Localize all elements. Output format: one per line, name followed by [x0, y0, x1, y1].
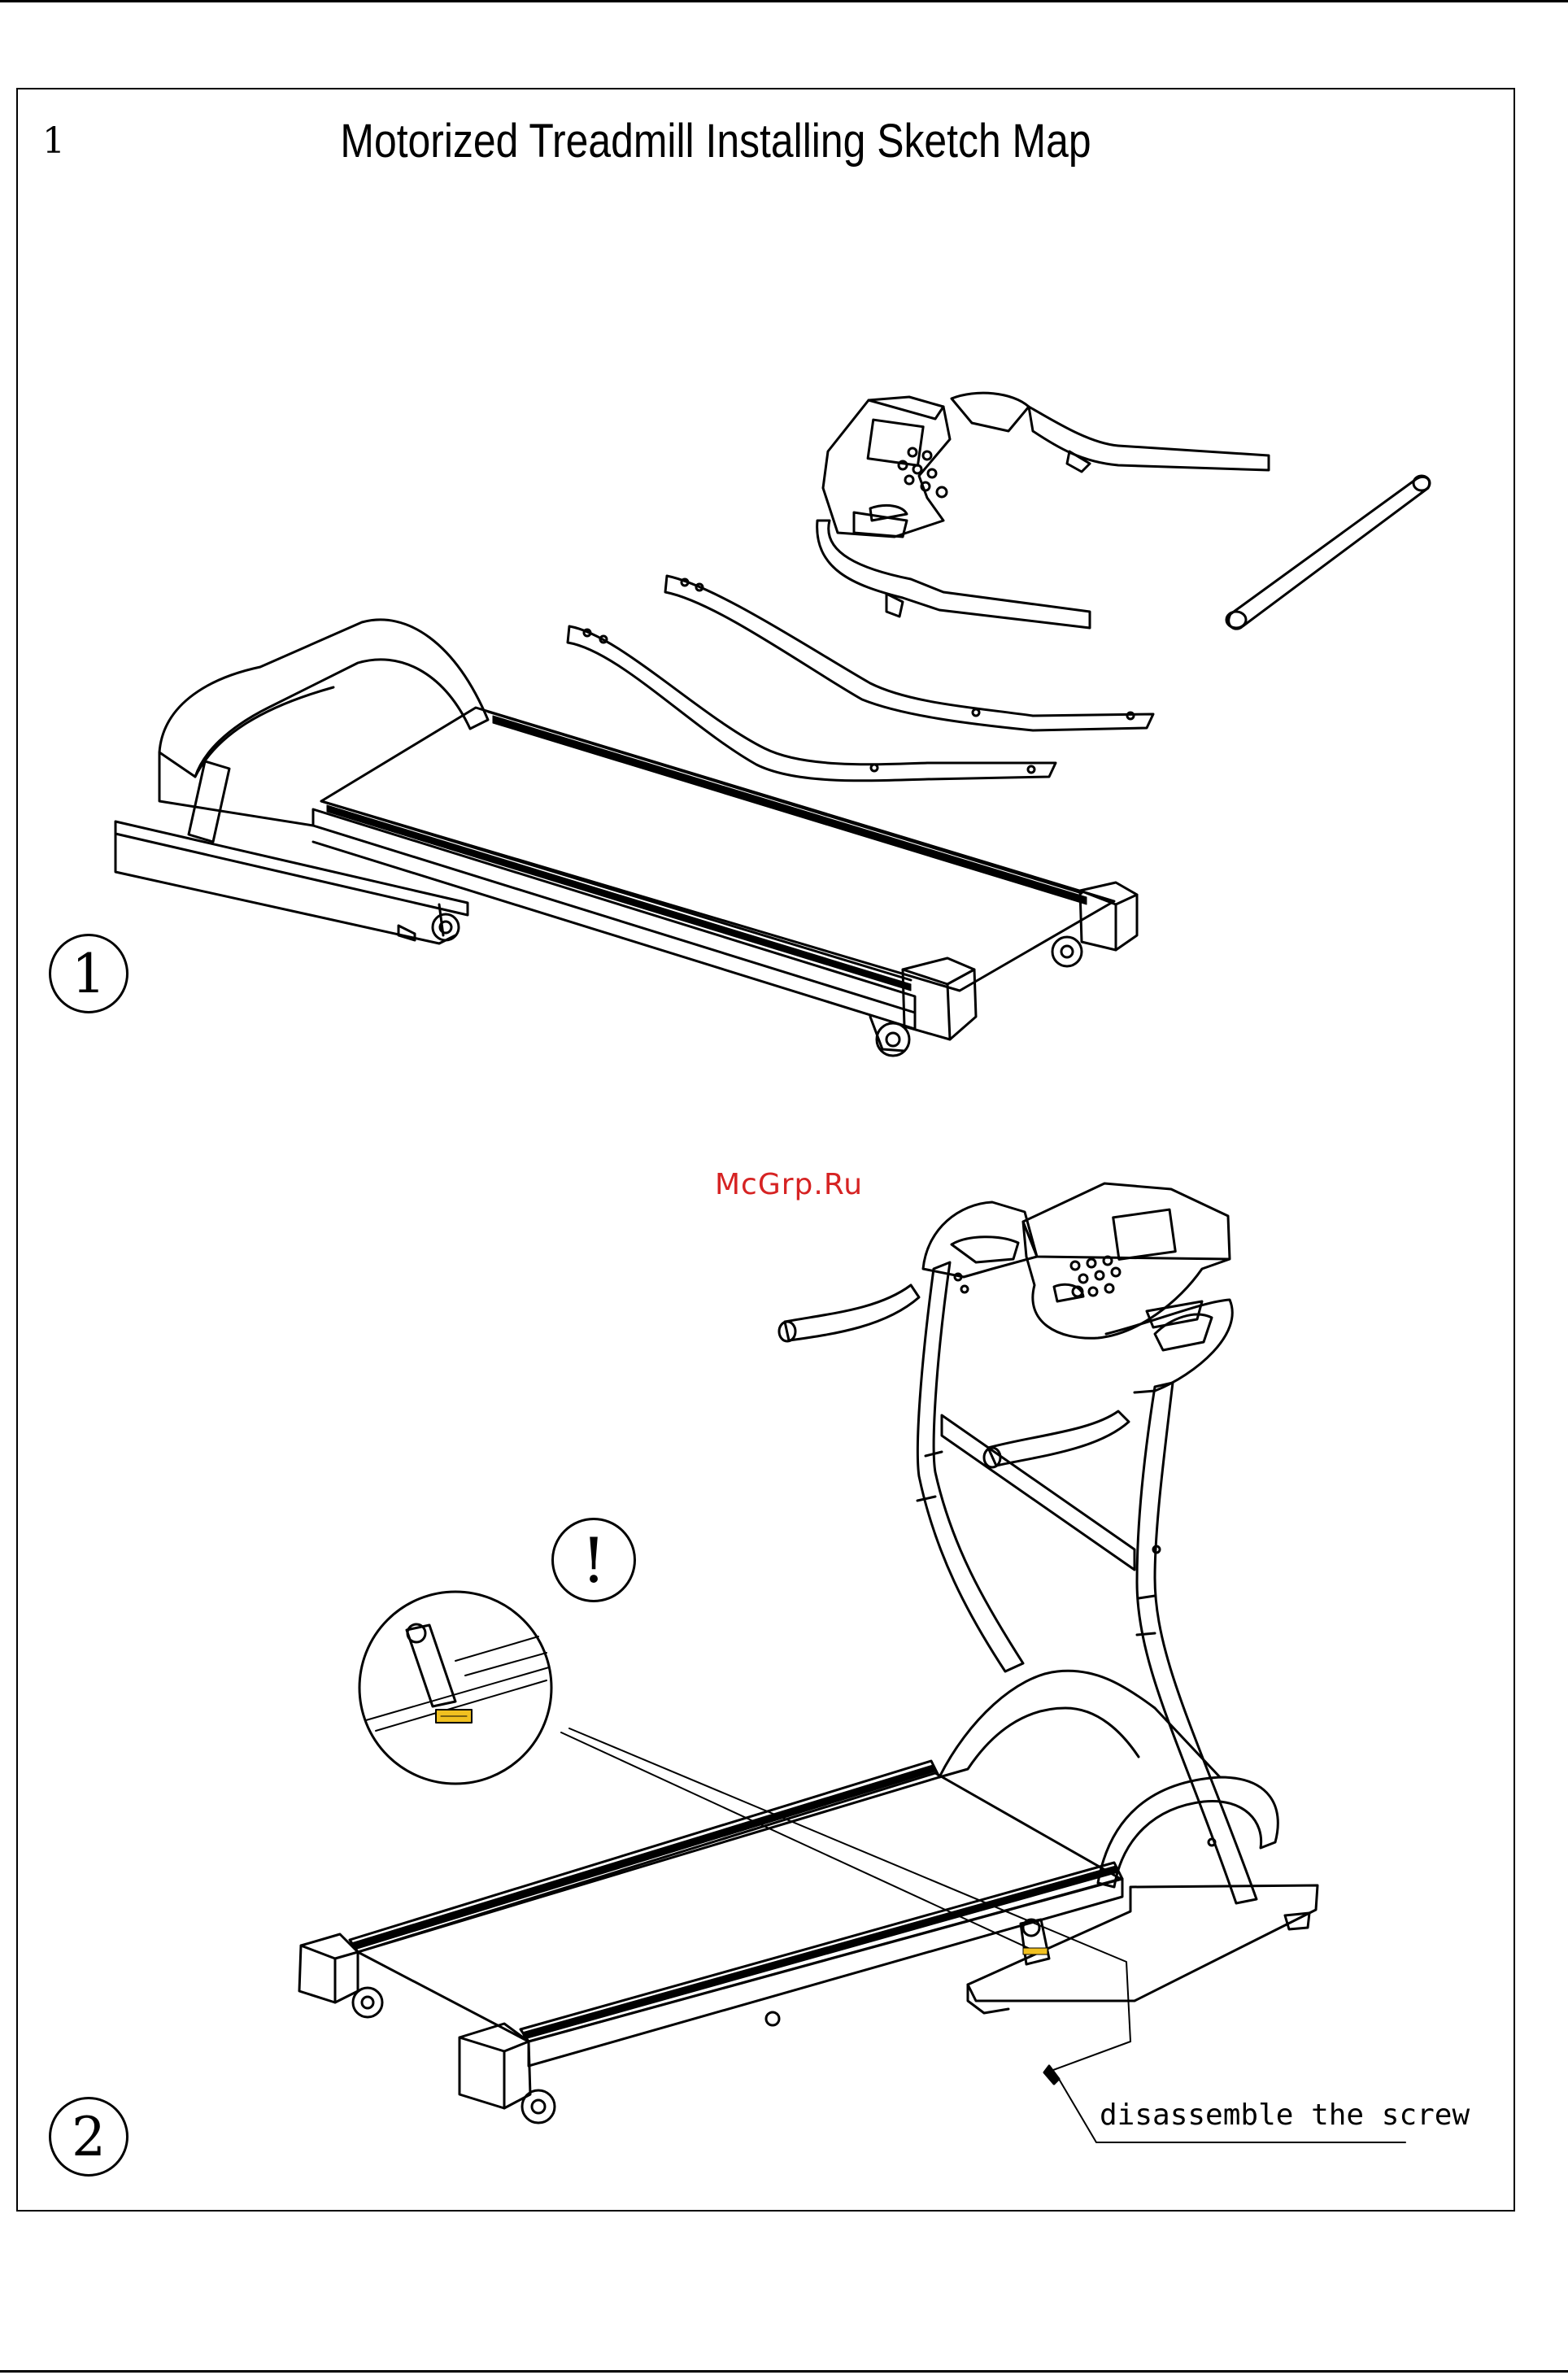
step2-console — [923, 1183, 1232, 1392]
step-number-2: 2 — [49, 2097, 128, 2177]
step1-upright-tubes — [568, 576, 1153, 781]
step2-treadmill-deck — [299, 1671, 1318, 2123]
warning-symbol: ! — [551, 1518, 636, 1602]
step1-console — [817, 393, 1269, 628]
step1-cross-bar — [1226, 476, 1430, 629]
step2-uprights — [779, 1262, 1257, 1903]
watermark: McGrp.Ru — [683, 1168, 895, 1201]
step-number-1: 1 — [49, 934, 128, 1013]
step1-treadmill-deck — [115, 620, 1137, 1056]
callout-disassemble-screw: disassemble the screw — [1100, 2098, 1470, 2132]
detail-magnifier — [359, 1592, 551, 1784]
